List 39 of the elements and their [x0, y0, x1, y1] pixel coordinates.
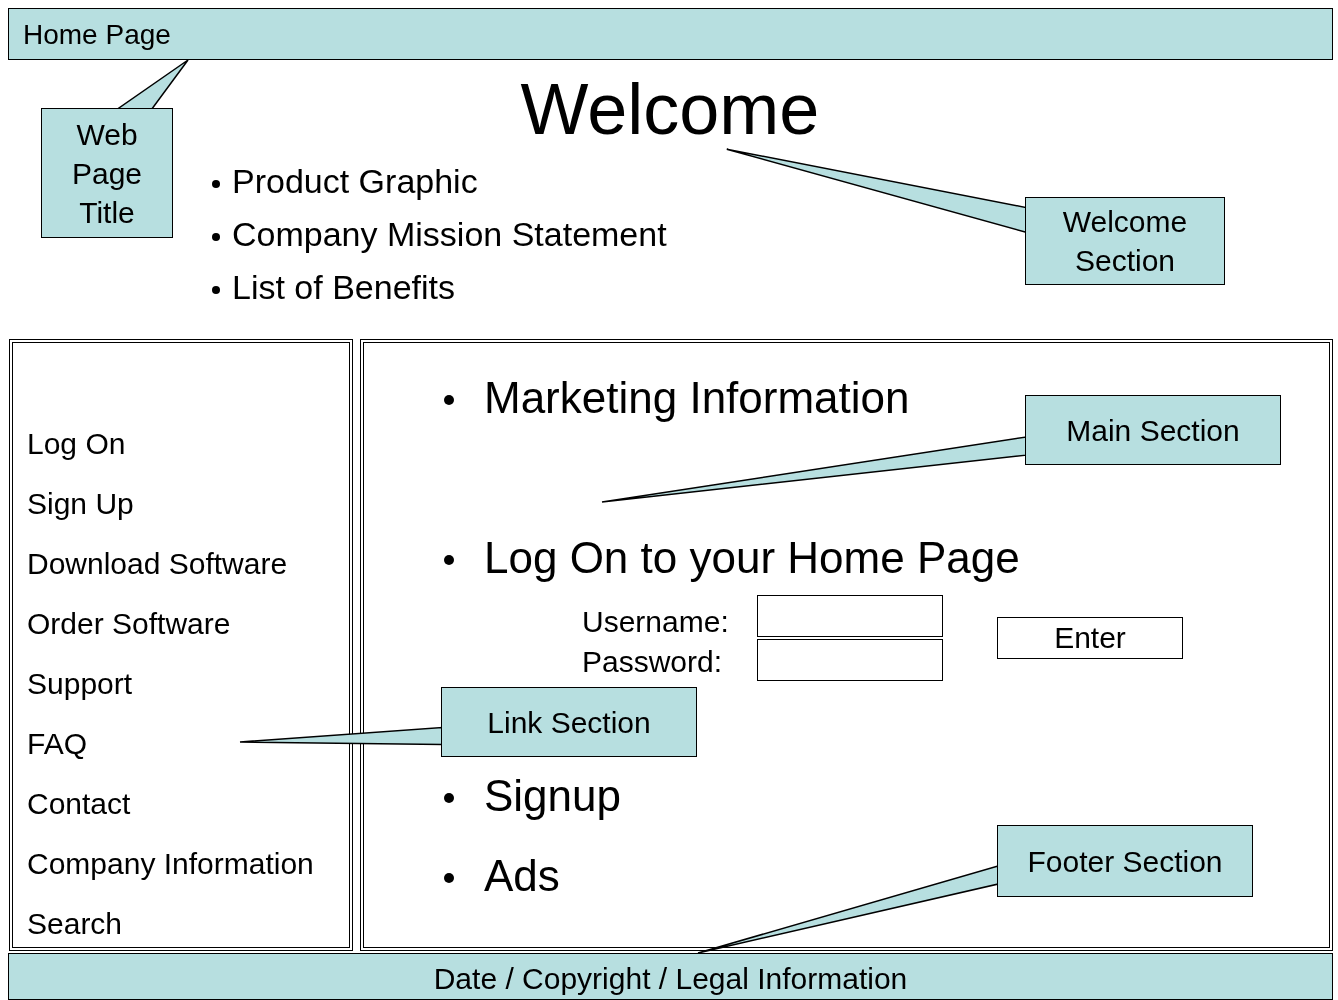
page-title: Home Page	[23, 19, 171, 52]
callout-text: Web Page Title	[70, 116, 144, 231]
field-label: Username:	[582, 605, 729, 640]
page-heading: Welcome	[520, 70, 820, 150]
nav-link: Download Software	[27, 547, 288, 582]
bullet-item: List of Benefits	[232, 268, 455, 308]
nav-link: Log On	[27, 427, 126, 462]
callout-text: Main Section	[1066, 412, 1240, 449]
enter-button: Enter	[997, 617, 1183, 659]
nav-link: Sign Up	[27, 487, 134, 522]
callout-text: Link Section	[487, 704, 651, 741]
bullet-item: Company Mission Statement	[232, 215, 667, 255]
input-field	[757, 595, 943, 637]
leader-line	[697, 865, 999, 954]
footer-text: Date / Copyright / Legal Information	[433, 962, 908, 997]
callout-box	[441, 687, 697, 757]
leader-line	[601, 436, 1027, 503]
nav-link: FAQ	[27, 727, 87, 762]
nav-link: Company Information	[27, 847, 314, 882]
leader-line	[115, 59, 189, 110]
input-field	[757, 639, 943, 681]
nav-link: Contact	[27, 787, 131, 822]
leader-line	[726, 148, 1027, 234]
bullet-item: Log On to your Home Page	[484, 533, 1020, 584]
bullet-item: Ads	[484, 851, 560, 902]
callout-text: Footer Section	[1027, 843, 1223, 880]
nav-link: Order Software	[27, 607, 231, 642]
callout-box	[1025, 395, 1281, 465]
nav-link: Search	[27, 907, 123, 942]
bullet-item: Marketing Information	[484, 373, 910, 424]
field-label: Password:	[582, 645, 723, 680]
callout-text: Welcome Section	[1061, 204, 1189, 279]
bullet-item: Product Graphic	[232, 162, 478, 202]
bullet-item: Signup	[484, 771, 621, 822]
callout-box	[41, 108, 173, 238]
callout-box	[997, 825, 1253, 897]
nav-link: Support	[27, 667, 133, 702]
callout-box	[1025, 197, 1225, 285]
leader-line	[239, 726, 443, 746]
